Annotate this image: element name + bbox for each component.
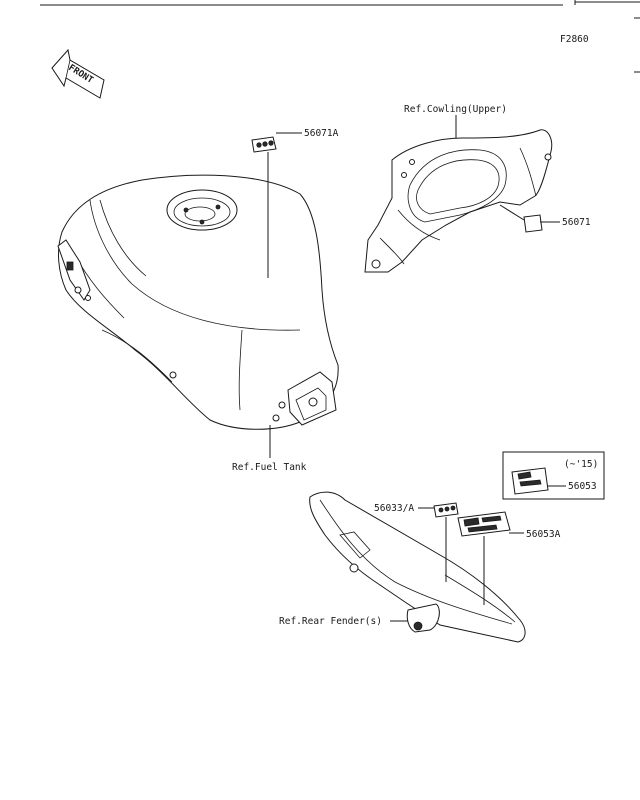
front-arrow-icon: FRONT [51,48,105,99]
range-note: (~'15) [564,459,598,470]
ref-rear-fender-label: Ref.Rear Fender(s) [279,616,382,627]
tank-rear-mount [272,371,337,426]
part-number-56033A: 56033/A [374,503,414,514]
part-number-56071: 56071 [562,217,591,228]
inset-box: (~'15) 56053 [502,451,605,500]
cowling-upper [364,129,553,273]
label-sticker-56053A [457,511,511,537]
rear-fender [309,491,526,643]
fuel-tank [57,174,339,430]
part-number-56053A: 56053A [526,529,561,540]
label-sticker-56033A [433,502,459,518]
figure-code: F2860 [560,34,589,45]
label-sticker-56071 [523,214,543,233]
tank-side-bracket [57,239,177,379]
part-number-56053: 56053 [568,481,597,492]
ref-fuel-tank-label: Ref.Fuel Tank [232,462,307,473]
page-border [40,0,640,73]
part-number-56071A: 56071A [304,128,339,139]
ref-cowling-upper-label: Ref.Cowling(Upper) [404,104,507,115]
label-sticker-56071A [251,136,277,153]
